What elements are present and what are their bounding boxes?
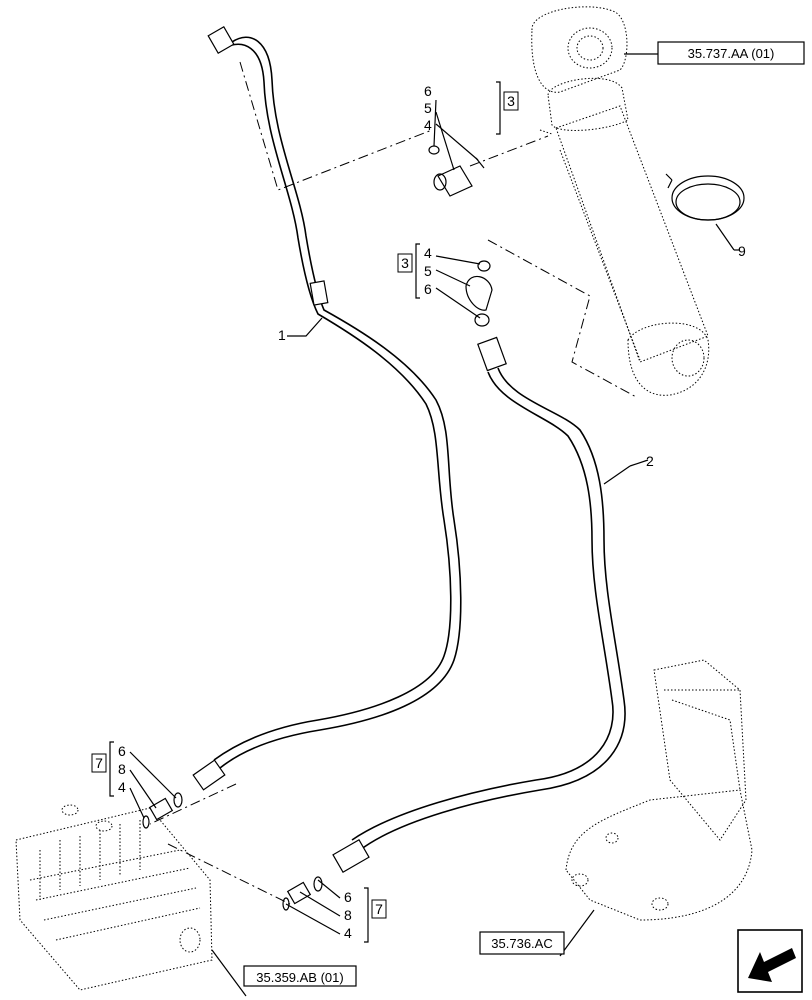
mounting-bracket xyxy=(565,659,753,921)
callout-clamp: 9 xyxy=(738,243,746,259)
group-d-box: 7 xyxy=(375,901,383,917)
fitting-elbow-upper xyxy=(428,145,485,197)
group-valve-fitting-right: 6 8 4 7 xyxy=(344,887,387,943)
fittings-lower xyxy=(142,792,323,911)
callout-hose-1: 1 xyxy=(278,327,286,343)
group-b-item-1: 4 xyxy=(424,245,432,261)
group-c-item-3: 4 xyxy=(118,779,126,795)
ref-valve[interactable]: 35.359.AB (01) xyxy=(243,965,357,987)
hose-2 xyxy=(332,336,626,873)
hose-clamp xyxy=(665,173,745,251)
fitting-elbow-lower xyxy=(465,260,493,327)
next-page-arrow-icon[interactable] xyxy=(737,929,803,993)
connection-lines xyxy=(149,61,639,905)
ref-cylinder-label: 35.737.AA (01) xyxy=(688,46,775,61)
group-d-item-2: 8 xyxy=(344,907,352,923)
callout-leaders xyxy=(129,53,658,997)
control-valve xyxy=(15,804,213,991)
ref-cylinder[interactable]: 35.737.AA (01) xyxy=(657,41,805,65)
hose-1 xyxy=(192,26,462,791)
group-c-box: 7 xyxy=(95,755,103,771)
group-valve-fitting-left: 7 6 8 4 xyxy=(91,741,126,797)
callout-hose-2: 2 xyxy=(646,453,654,469)
group-a-item-2: 5 xyxy=(424,100,432,116)
group-b-box: 3 xyxy=(401,255,409,271)
group-lower-fitting: 3 4 5 6 xyxy=(397,243,432,299)
group-a-item-3: 4 xyxy=(424,117,432,133)
group-c-item-2: 8 xyxy=(118,761,126,777)
group-a-item-1: 6 xyxy=(424,83,432,99)
group-b-item-3: 6 xyxy=(424,281,432,297)
ref-valve-label: 35.359.AB (01) xyxy=(256,970,343,985)
group-b-item-2: 5 xyxy=(424,263,432,279)
hydraulic-cylinder xyxy=(531,6,710,396)
ref-bracket[interactable]: 35.736.AC xyxy=(479,931,565,955)
group-d-item-3: 4 xyxy=(344,925,352,941)
group-d-item-1: 6 xyxy=(344,889,352,905)
group-c-item-1: 6 xyxy=(118,743,126,759)
group-a-box: 3 xyxy=(507,93,515,109)
ref-bracket-label: 35.736.AC xyxy=(491,936,552,951)
group-upper-fitting: 6 5 4 3 xyxy=(424,81,519,135)
